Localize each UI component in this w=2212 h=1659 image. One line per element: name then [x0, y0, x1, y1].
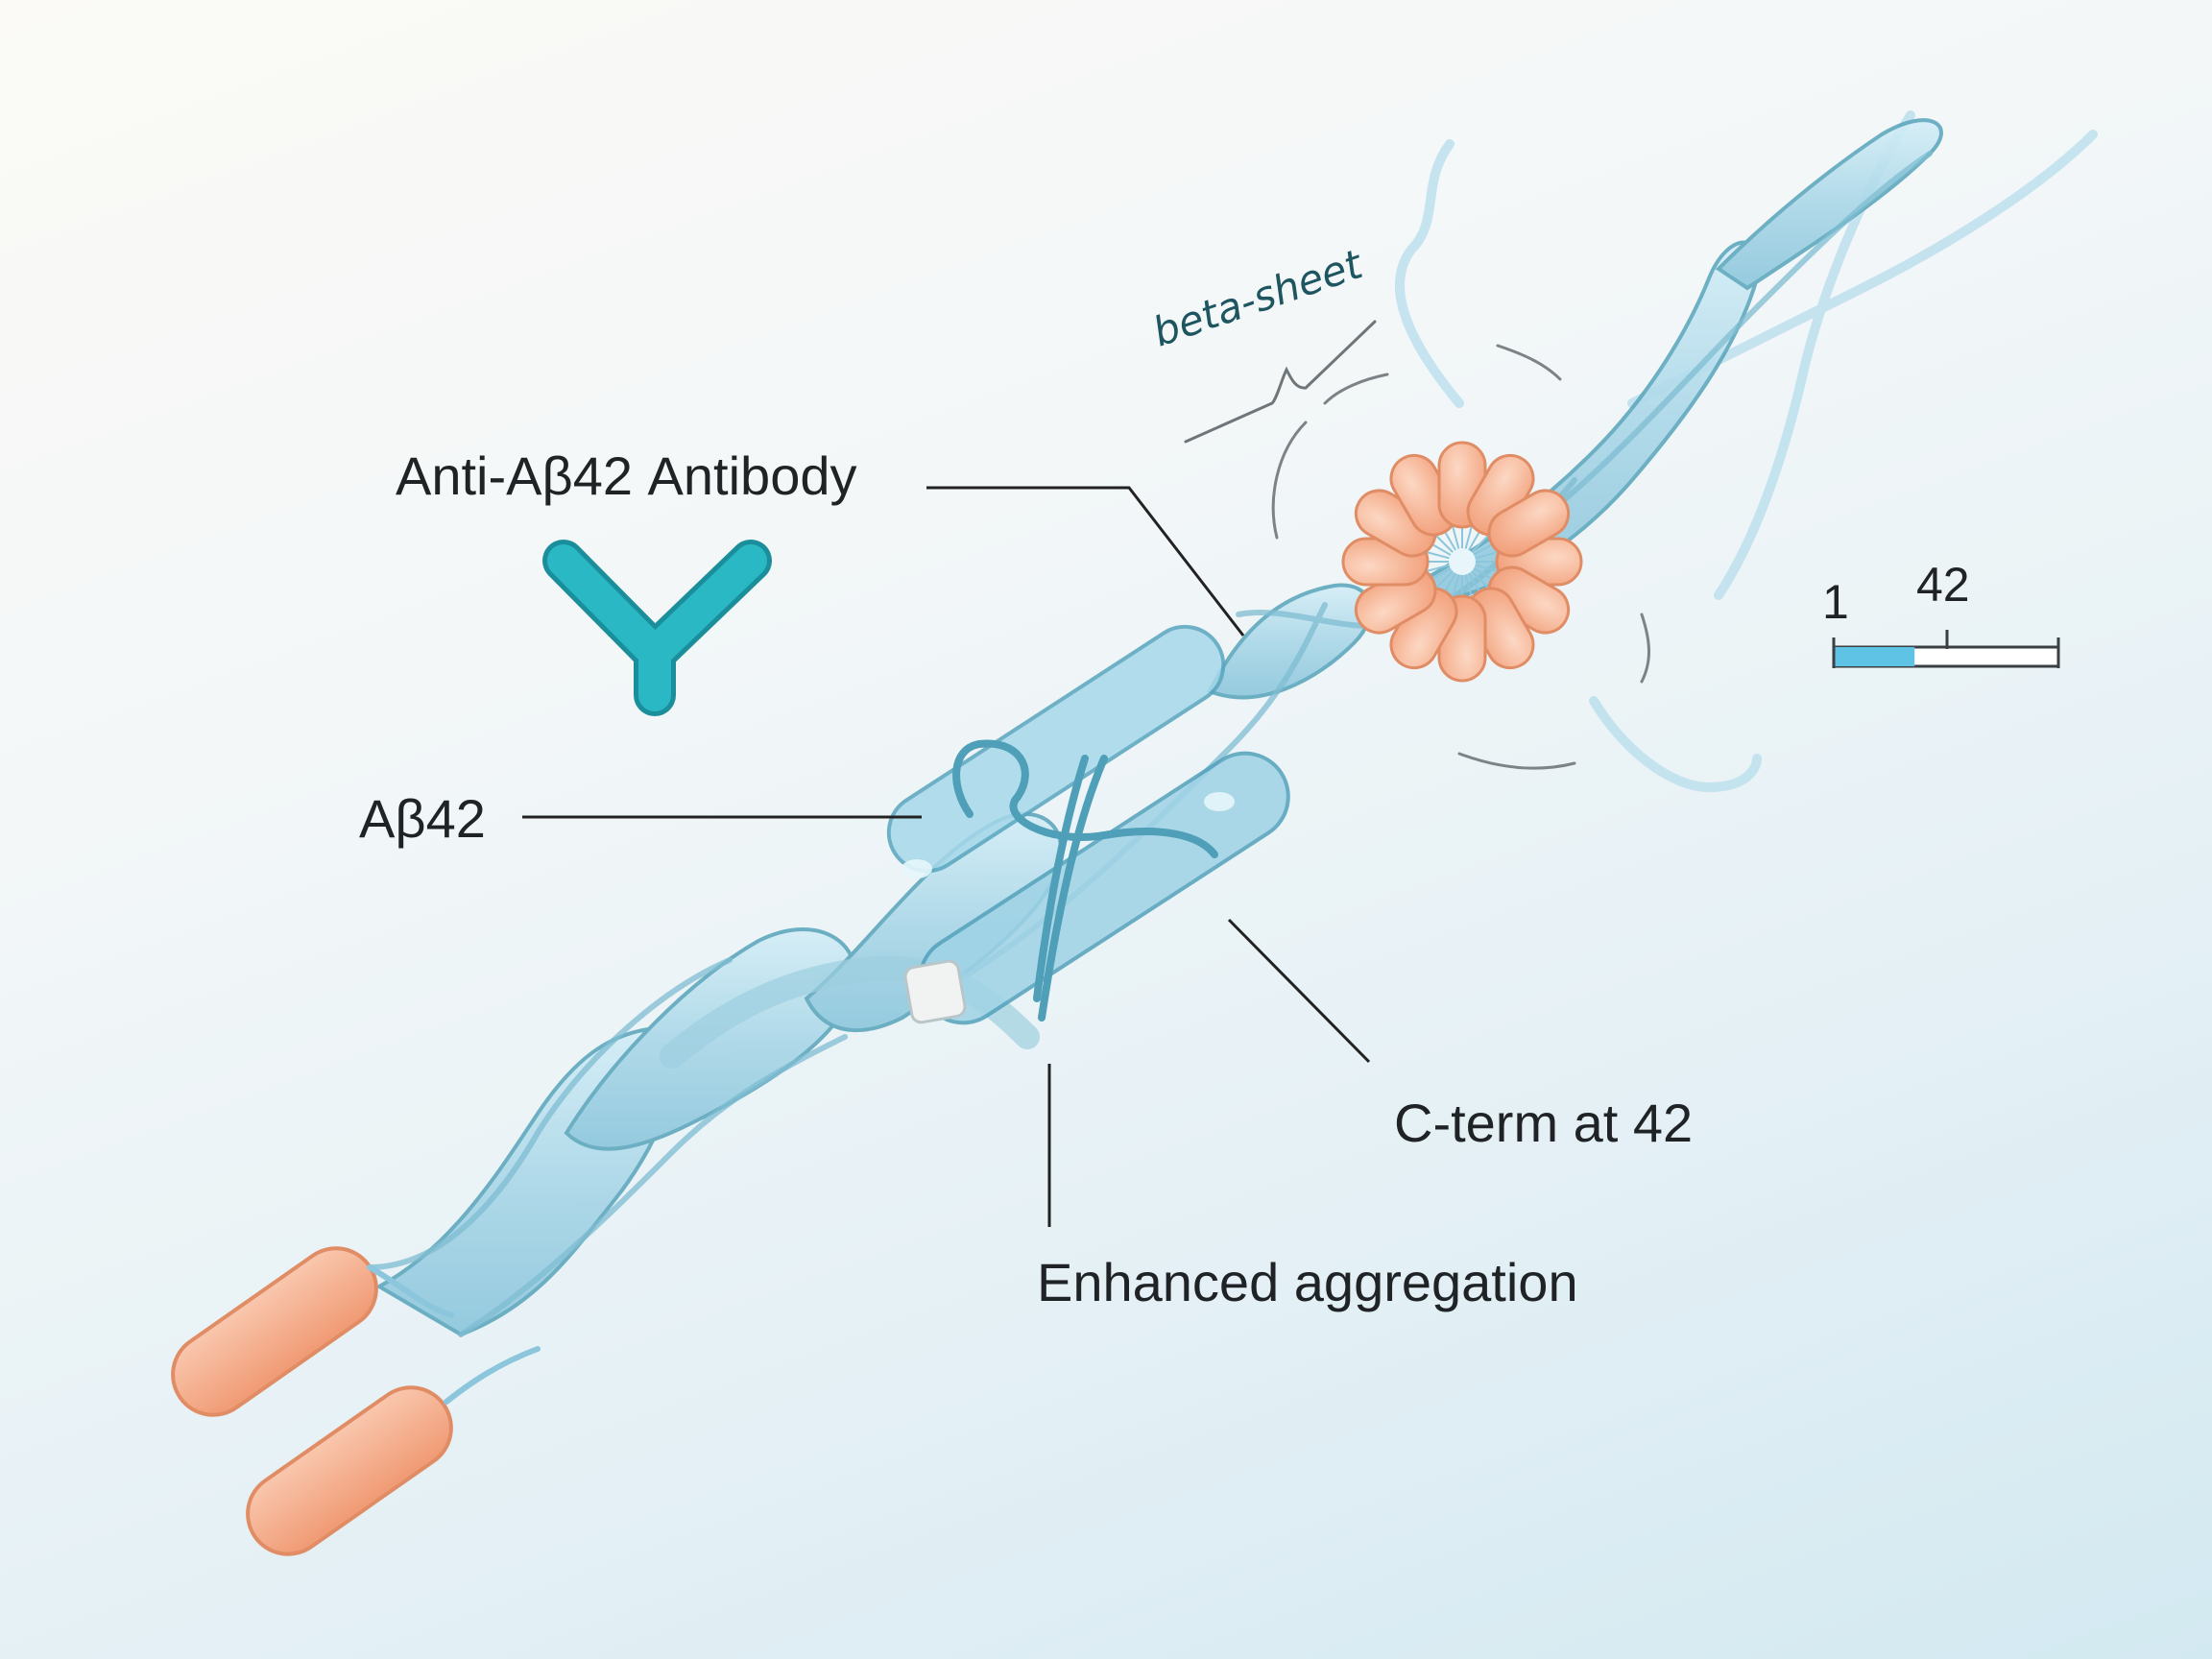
scale-bar-start-label: 1	[1822, 575, 1849, 629]
scale-bar	[1832, 630, 2060, 668]
background-strands	[1395, 110, 2098, 793]
leader-antibody	[926, 486, 1245, 637]
abeta42-label: Aβ42	[359, 788, 486, 849]
rosette-core	[1449, 548, 1476, 575]
leader-cterm	[1227, 918, 1371, 1064]
capsule-tethers	[367, 1264, 541, 1405]
leader-lines	[522, 486, 1371, 1227]
orange-capsule-left	[171, 1246, 378, 1417]
orange-capsule-right	[246, 1385, 453, 1556]
scale-bar-fill	[1834, 647, 1915, 666]
enhanced-aggregation-label: Enhanced aggregation	[1037, 1252, 1578, 1312]
collar-band	[903, 959, 967, 1024]
cterm-label: C-term at 42	[1394, 1093, 1694, 1153]
oligomer-rosette	[1341, 441, 1583, 683]
antibody-y-icon	[542, 540, 772, 716]
beta-sheet-bracket	[1184, 320, 1377, 444]
rosette-petal	[1487, 489, 1571, 558]
antibody-label: Anti-Aβ42 Antibody	[396, 445, 857, 506]
hook-strand	[952, 739, 1218, 1022]
beta-sheet-arcs	[1271, 344, 1650, 770]
scale-bar-end-label: 42	[1916, 558, 1970, 612]
